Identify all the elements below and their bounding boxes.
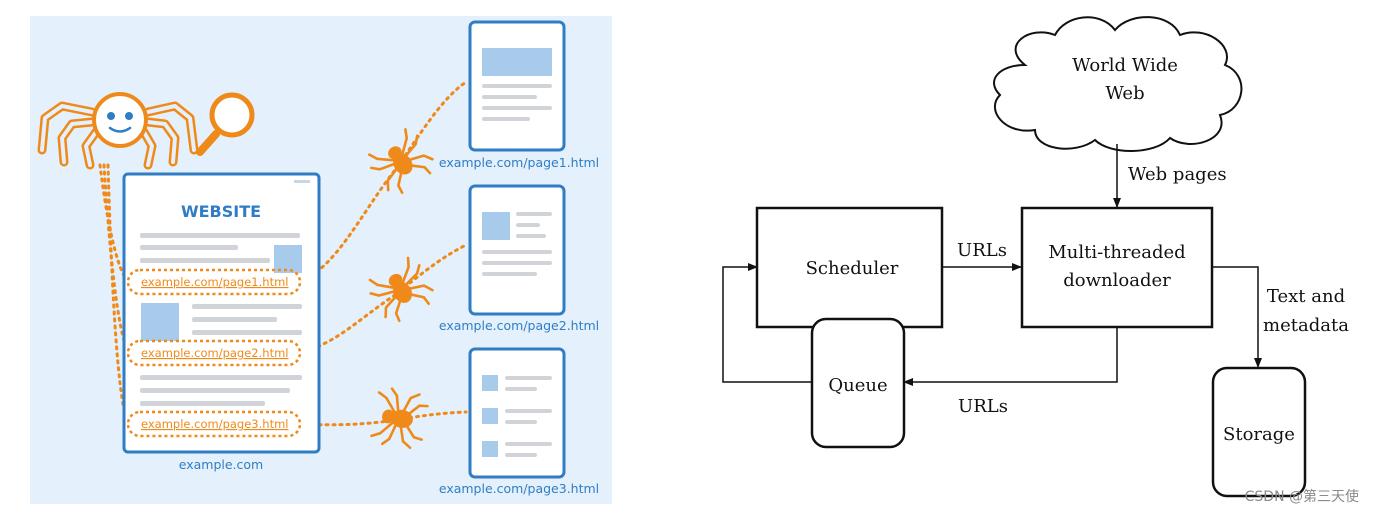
edge-label-metadata: metadata: [1263, 315, 1349, 336]
website-card: WEBSITE example.com/page1.html example.c…: [122, 172, 321, 454]
spider-mascot-icon: [37, 92, 199, 170]
page-1-label: example.com/page1.html: [439, 155, 599, 170]
page-3-label: example.com/page3.html: [439, 481, 599, 496]
storage-label: Storage: [1223, 424, 1295, 445]
downloader-label-line-1: Multi-threaded: [1048, 242, 1185, 263]
website-link-1[interactable]: example.com/page1.html: [141, 275, 288, 289]
edge-queue-to-scheduler: [722, 263, 812, 383]
link-highlight: [126, 268, 302, 296]
downloader-label-line-2: downloader: [1063, 270, 1171, 291]
page-card-2: [468, 184, 566, 316]
cloud-label-line-2: Web: [1105, 83, 1144, 104]
page-2-label: example.com/page2.html: [439, 318, 599, 333]
image-placeholder: [141, 303, 179, 341]
queue-node: Queue: [810, 317, 906, 449]
page-card-3: [468, 347, 566, 479]
link-highlight: [126, 339, 302, 367]
watermark: CSDN @第三天使: [1244, 489, 1359, 505]
edge-label-text-and: Text and: [1267, 286, 1345, 307]
queue-label: Queue: [828, 375, 887, 396]
website-title: WEBSITE: [181, 202, 261, 221]
edge-label-urls-top: URLs: [957, 240, 1007, 261]
website-link-3[interactable]: example.com/page3.html: [141, 417, 288, 431]
edge-urls-to-queue: [903, 328, 1118, 386]
website-link-2[interactable]: example.com/page2.html: [141, 346, 288, 360]
image-placeholder: [274, 245, 302, 273]
scheduler-node: Scheduler: [755, 206, 944, 329]
right-panel: World Wide Web Scheduler Queue Multi-thr…: [722, 16, 1349, 498]
page-card-1: [468, 20, 566, 152]
downloader-node: Multi-threaded downloader: [1020, 206, 1214, 329]
left-panel: WEBSITE example.com/page1.html example.c…: [30, 16, 612, 504]
magnifier-icon: [196, 92, 255, 156]
storage-node: Storage: [1211, 366, 1307, 498]
link-highlight: [126, 410, 302, 438]
world-wide-web-cloud: World Wide Web: [993, 16, 1243, 152]
edge-text-and-metadata: [1212, 266, 1262, 368]
edge-label-urls-bottom: URLs: [958, 396, 1008, 417]
scheduler-label: Scheduler: [806, 258, 899, 279]
edge-label-web-pages: Web pages: [1128, 164, 1227, 185]
website-domain-label: example.com: [179, 457, 263, 472]
cloud-label-line-1: World Wide: [1072, 55, 1178, 76]
diagram-edges: [722, 144, 1262, 386]
